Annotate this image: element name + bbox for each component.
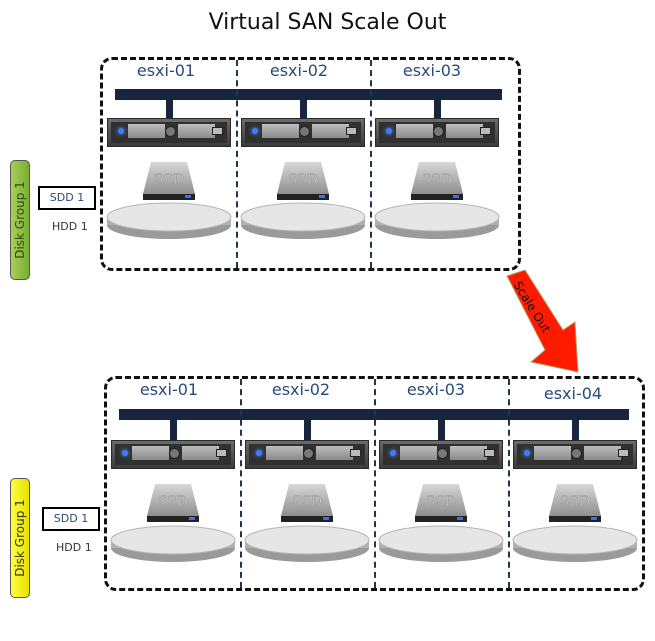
disk-group-pill: Disk Group 1 <box>10 160 30 280</box>
host-divider <box>236 60 238 268</box>
network-link <box>304 419 311 440</box>
ssd-icon: SSD <box>145 482 201 526</box>
ssd-icon-text: SSD <box>158 494 188 510</box>
ssd-icon-text: SSD <box>292 494 322 510</box>
ssd-icon: SSD <box>275 160 331 204</box>
host-label: esxi-01 <box>139 380 199 399</box>
network-link <box>572 419 579 440</box>
hdd-platter-icon <box>244 523 370 563</box>
server-icon <box>375 118 499 147</box>
server-icon <box>245 440 369 469</box>
ssd-icon-text: SSD <box>288 172 318 188</box>
host-divider <box>508 379 510 588</box>
sdd-label-box: SDD 1 <box>38 186 96 210</box>
network-switch-bar <box>115 89 502 100</box>
ssd-icon: SSD <box>413 482 469 526</box>
hdd-platter-icon <box>106 200 232 240</box>
server-icon <box>513 440 637 469</box>
host-divider <box>240 379 242 588</box>
network-link <box>170 419 177 440</box>
host-label: esxi-02 <box>269 61 329 80</box>
host-label: esxi-03 <box>402 61 462 80</box>
network-link <box>434 99 441 118</box>
ssd-icon: SSD <box>547 482 603 526</box>
host-label: esxi-02 <box>271 380 331 399</box>
cluster-before <box>100 57 521 271</box>
host-divider <box>370 60 372 268</box>
host-label: esxi-04 <box>543 384 603 403</box>
hdd-platter-icon <box>110 523 236 563</box>
disk-group-label: Disk Group 1 <box>13 499 27 577</box>
server-icon <box>111 440 235 469</box>
network-link <box>166 99 173 118</box>
network-link <box>438 419 445 440</box>
ssd-icon: SSD <box>141 160 197 204</box>
disk-group-pill: Disk Group 1 <box>10 478 30 598</box>
host-label: esxi-01 <box>136 61 196 80</box>
disk-group-label: Disk Group 1 <box>13 181 27 259</box>
ssd-icon: SSD <box>279 482 335 526</box>
network-link <box>300 99 307 118</box>
hdd-label: HDD 1 <box>52 220 88 233</box>
arrow-icon <box>506 269 579 373</box>
scale-out-arrow: Scale Out <box>495 269 590 375</box>
ssd-icon-text: SSD <box>560 494 590 510</box>
sdd-label-box: SDD 1 <box>42 507 100 531</box>
hdd-label: HDD 1 <box>56 541 92 554</box>
server-icon <box>107 118 231 147</box>
host-label: esxi-03 <box>406 380 466 399</box>
cluster-after <box>104 376 645 591</box>
ssd-icon-text: SSD <box>426 494 456 510</box>
hdd-platter-icon <box>512 523 638 563</box>
server-icon <box>241 118 365 147</box>
ssd-icon-text: SSD <box>154 172 184 188</box>
hdd-platter-icon <box>378 523 504 563</box>
diagram-title: Virtual SAN Scale Out <box>208 10 447 35</box>
ssd-icon-text: SSD <box>422 172 452 188</box>
host-divider <box>374 379 376 588</box>
hdd-platter-icon <box>240 200 366 240</box>
server-icon <box>379 440 503 469</box>
ssd-icon: SSD <box>409 160 465 204</box>
hdd-platter-icon <box>374 200 500 240</box>
